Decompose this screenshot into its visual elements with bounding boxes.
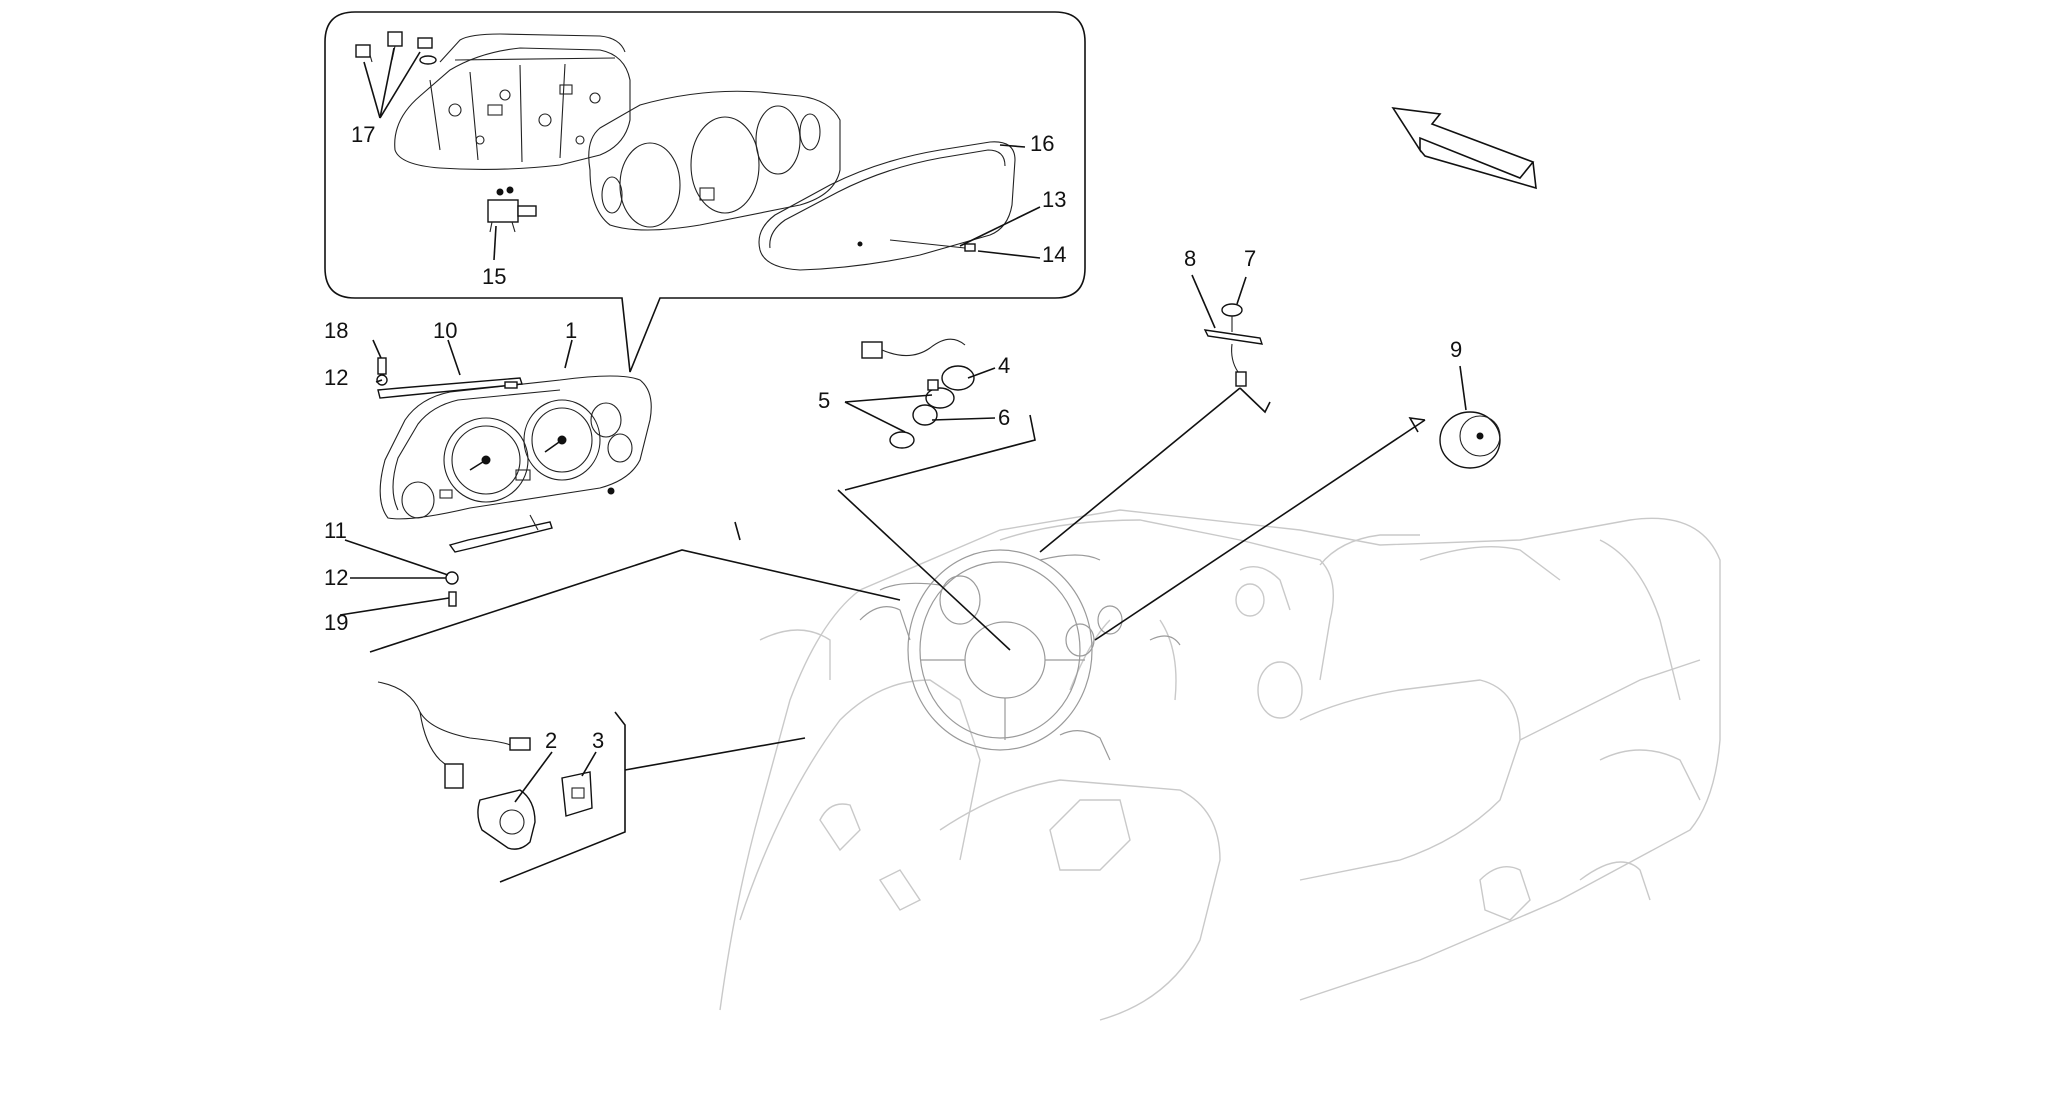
lower-bracket bbox=[445, 487, 615, 607]
callout-5: 5 bbox=[818, 388, 830, 413]
callout-9: 9 bbox=[1450, 337, 1462, 362]
leader-lines bbox=[339, 47, 1467, 883]
trip-switch bbox=[487, 186, 537, 233]
callout-1: 1 bbox=[565, 318, 577, 343]
callout-12a: 12 bbox=[324, 365, 348, 390]
steering-wheel bbox=[859, 549, 1181, 761]
callout-15: 15 bbox=[482, 264, 506, 289]
reset-pin bbox=[857, 239, 976, 252]
callout-6: 6 bbox=[998, 405, 1010, 430]
ignition-switch bbox=[861, 338, 975, 449]
callout-12b: 12 bbox=[324, 565, 348, 590]
upper-bracket bbox=[376, 374, 523, 399]
detail-bubble bbox=[324, 11, 1086, 373]
callout-4: 4 bbox=[998, 353, 1010, 378]
callout-19: 19 bbox=[324, 610, 348, 635]
callout-8: 8 bbox=[1184, 246, 1196, 271]
screw bbox=[377, 357, 387, 375]
callout-13: 13 bbox=[1042, 187, 1066, 212]
callout-14: 14 bbox=[1042, 242, 1066, 267]
car-interior bbox=[719, 509, 1721, 1021]
callout-18: 18 bbox=[324, 318, 348, 343]
callout-labels: 17 16 13 14 15 18 10 1 12 11 12 19 4 5 6… bbox=[324, 122, 1462, 753]
callout-17: 17 bbox=[351, 122, 375, 147]
callout-7: 7 bbox=[1244, 246, 1256, 271]
callout-11: 11 bbox=[324, 518, 347, 543]
glass-cover bbox=[758, 141, 1016, 271]
sensor-bracket bbox=[1203, 303, 1264, 387]
dial-face bbox=[588, 90, 841, 231]
connector-clips bbox=[355, 31, 437, 65]
front-direction-arrow-icon bbox=[1391, 106, 1537, 190]
instrument-housing-rear bbox=[394, 33, 631, 171]
clock bbox=[1439, 411, 1501, 469]
callout-16: 16 bbox=[1030, 131, 1054, 156]
instrument-cluster bbox=[379, 375, 652, 520]
callout-10: 10 bbox=[433, 318, 457, 343]
callout-3: 3 bbox=[592, 728, 604, 753]
harness-and-switches bbox=[377, 681, 593, 850]
callout-2: 2 bbox=[545, 728, 557, 753]
